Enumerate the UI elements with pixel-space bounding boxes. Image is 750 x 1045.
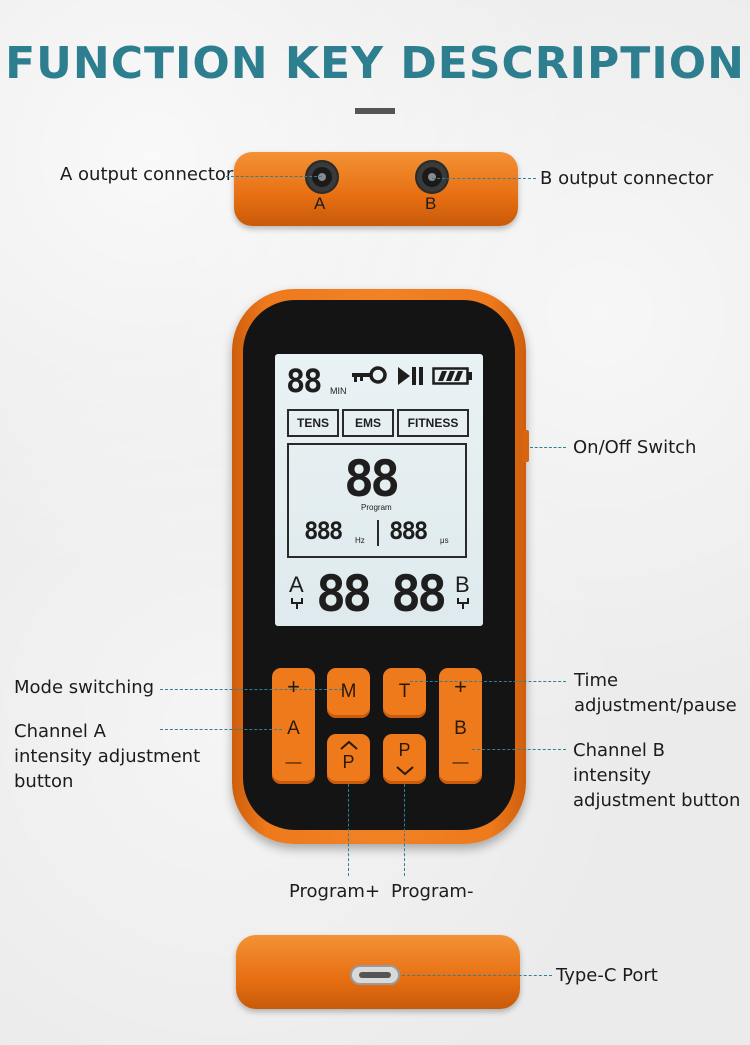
time-button-label: T [398, 681, 411, 702]
lcd-channel-a-letter: A [289, 572, 304, 597]
channel-b-label-line1: Channel B [573, 740, 665, 761]
lcd-frequency-unit: Hz [355, 536, 365, 545]
channel-a-label-line3: button [14, 771, 74, 792]
lcd-mode-tens: TENS [287, 409, 339, 437]
mode-switching-label: Mode switching [14, 677, 155, 698]
time-label-line2: adjustment/pause [574, 695, 737, 716]
lcd-pulse-width-unit: μs [440, 536, 449, 545]
program-plus-label-text: Program+ [289, 881, 381, 902]
program-plus-leader-line [348, 784, 349, 876]
channel-a-minus: — [285, 754, 302, 771]
lcd-program-number: 88 [344, 450, 400, 508]
program-minus-button[interactable]: P [383, 734, 426, 784]
type-c-port-icon [350, 965, 400, 985]
channel-b-label-line3: adjustment button [573, 790, 741, 811]
b-output-leader-line [432, 178, 536, 179]
channel-b-minus: — [452, 754, 469, 771]
type-c-leader-line [402, 975, 552, 976]
chevron-down-icon [396, 766, 414, 776]
channel-b-label-line2: intensity [573, 765, 652, 786]
channel-a-plus: + [287, 674, 300, 699]
channel-b-plus: + [454, 674, 467, 699]
lcd-mode-ems: EMS [342, 409, 394, 437]
program-plus-label: P [342, 752, 355, 772]
on-off-switch [522, 430, 529, 462]
key-lock-icon [352, 366, 387, 384]
mode-button-label: M [340, 681, 357, 702]
chevron-up-icon [340, 740, 358, 750]
on-off-switch-label: On/Off Switch [573, 437, 697, 458]
program-minus-label-text: Program- [391, 881, 474, 902]
channel-b-letter: B [454, 718, 467, 739]
channel-a-intensity-button[interactable]: + A — [272, 668, 315, 784]
channel-a-letter: A [287, 718, 300, 739]
lcd-program-label: Program [361, 503, 392, 512]
mode-button[interactable]: M [327, 668, 370, 718]
a-output-leader-line [226, 176, 322, 177]
lcd-pulse-width-value: 888 [389, 517, 428, 545]
lcd-program-frame-bottom [287, 556, 467, 558]
mode-switching-leader-line [160, 689, 342, 690]
channel-b-leader-line [472, 749, 566, 750]
connector-a-letter: A [314, 194, 326, 213]
lcd-screen [275, 354, 483, 626]
time-label-line1: Time [574, 670, 619, 691]
lcd-timer-unit: MIN [330, 386, 347, 396]
a-output-connector-label: A output connector [60, 164, 234, 185]
type-c-port-label: Type-C Port [556, 965, 658, 986]
lcd-channel-b-letter: B [455, 572, 470, 597]
lcd-divider [377, 520, 379, 546]
device-top-view [234, 152, 518, 226]
battery-icon [432, 367, 472, 385]
lcd-frequency-value: 888 [304, 517, 343, 545]
play-pause-icon [398, 367, 423, 385]
a-output-jack-icon [305, 160, 339, 194]
channel-a-label-line2: intensity adjustment [14, 746, 201, 767]
lcd-channel-a-intensity: 88 [316, 565, 372, 623]
channel-a-electrode-icon [291, 598, 303, 609]
lcd-program-frame [287, 443, 467, 558]
on-off-leader-line [530, 447, 566, 448]
program-minus-leader-line [404, 784, 405, 876]
b-output-connector-label: B output connector [540, 168, 714, 189]
page-title: FUNCTION KEY DESCRIPTION [5, 38, 745, 89]
lcd-channel-b-intensity: 88 [391, 565, 447, 623]
time-pause-button[interactable]: T [383, 668, 426, 718]
b-output-jack-icon [415, 160, 449, 194]
time-leader-line [410, 681, 566, 682]
lcd-timer: 88 [286, 362, 323, 400]
channel-b-electrode-icon [457, 598, 469, 609]
channel-b-intensity-button[interactable]: + B — [439, 668, 482, 784]
connector-b-letter: B [425, 194, 437, 213]
lcd-mode-fitness: FITNESS [397, 409, 469, 437]
channel-a-leader-line [160, 729, 282, 730]
channel-a-label-line1: Channel A [14, 721, 106, 742]
program-minus-label: P [398, 740, 411, 760]
title-underline [355, 108, 395, 114]
program-plus-button[interactable]: P [327, 734, 370, 784]
